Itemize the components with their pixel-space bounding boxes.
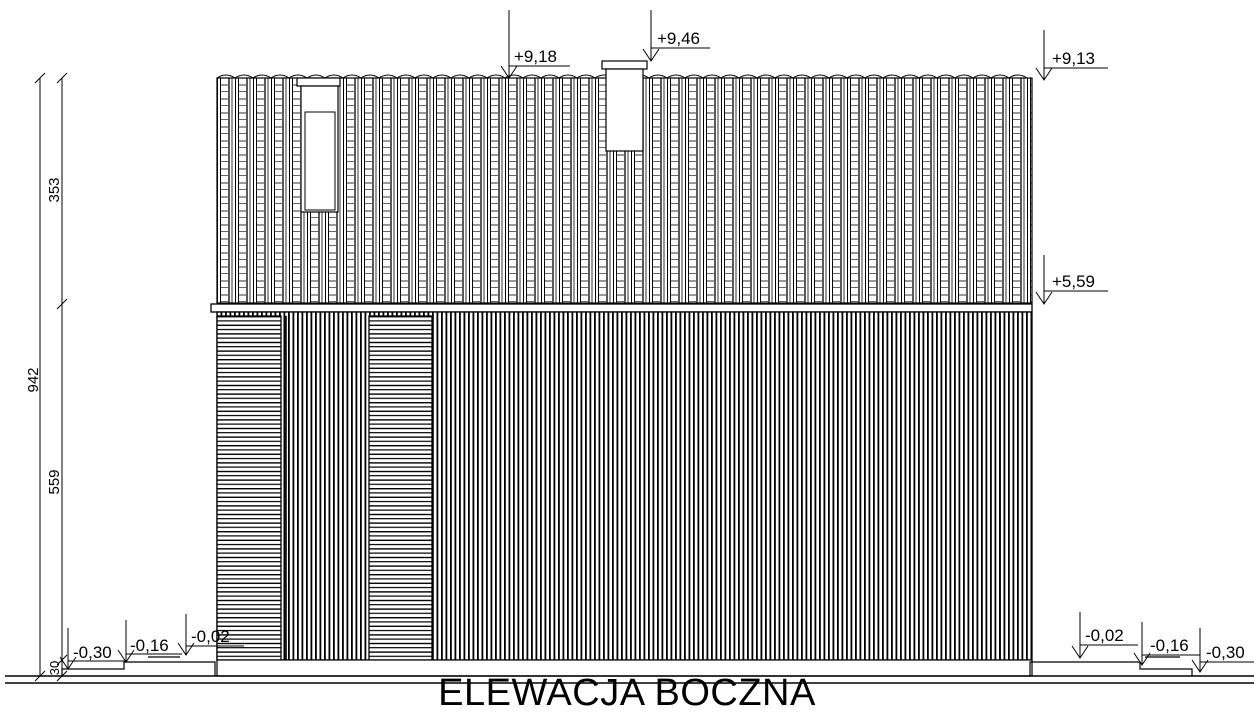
shutter-left (216, 315, 282, 661)
chimney-left-inner (304, 111, 336, 211)
dim-tick (56, 72, 68, 84)
level-left-ground-inner: -0,02 (191, 627, 230, 646)
level-arrow (642, 48, 660, 62)
roof-fascia (210, 303, 1033, 313)
level-markers: +9,18 +9,46 +9,13 +5,59 -0,30 -0,16 -0,0… (59, 10, 1254, 673)
level-arrow (1035, 291, 1053, 305)
shutter-middle (368, 315, 433, 661)
level-left-ground-mid: -0,16 (130, 636, 169, 655)
dimension-chains: 942 353 559 30 (25, 72, 68, 682)
level-left-ground-outer: -0,30 (73, 643, 112, 662)
level-chimney-left: +9,18 (514, 47, 557, 66)
level-arrow (1133, 652, 1151, 666)
chimney-left-cap (296, 77, 341, 87)
level-eaves: +5,59 (1052, 272, 1095, 291)
level-arrow (1071, 645, 1089, 659)
wall (216, 311, 1033, 677)
level-chimney-right: +9,46 (657, 29, 700, 48)
level-arrow (1191, 659, 1209, 673)
chimney-right (605, 68, 644, 152)
dim-tick (56, 670, 68, 682)
right-terrace-steps (1029, 661, 1193, 676)
level-ridge: +9,13 (1052, 49, 1095, 68)
dim-tick (56, 298, 68, 310)
dim-tick (34, 72, 46, 84)
dim-tick (34, 670, 46, 682)
dim-wall-height: 559 (46, 469, 63, 494)
level-arrow (500, 65, 518, 79)
level-right-ground-inner: -0,02 (1085, 626, 1124, 645)
dim-plinth-height: 30 (47, 661, 62, 675)
dim-roof-height: 353 (46, 177, 63, 202)
roof (210, 60, 1033, 313)
wall-outline (216, 311, 1033, 661)
drawing-title: ELEWACJA BOCZNA (438, 672, 816, 714)
ground (5, 656, 1254, 684)
level-arrow (177, 642, 195, 656)
level-right-ground-outer: -0,30 (1206, 643, 1245, 662)
level-right-ground-mid: -0,16 (1150, 636, 1189, 655)
dim-total-height: 942 (25, 367, 42, 392)
level-arrow (1035, 67, 1053, 81)
chimney-right-cap (601, 60, 648, 70)
